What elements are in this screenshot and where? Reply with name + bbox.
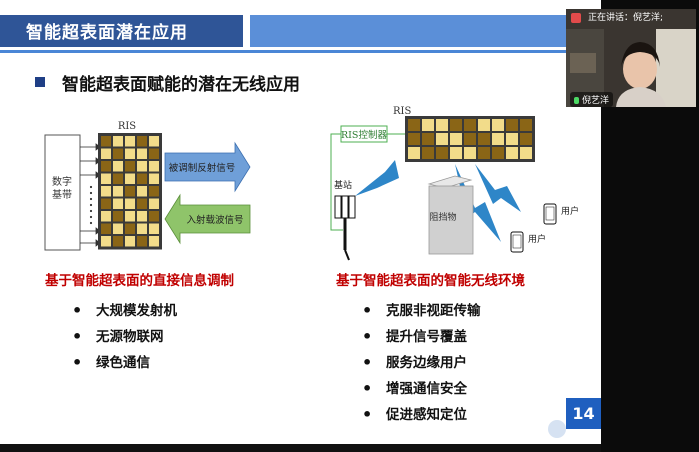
recording-icon [571, 13, 581, 23]
ris-grid-left [98, 133, 162, 250]
speaking-text: 正在讲话：倪艺洋; [588, 13, 664, 23]
incident-beam [355, 160, 399, 196]
section-bullet [35, 77, 45, 87]
list-item: 提升信号覆盖 [362, 324, 481, 350]
list-item: 促进感知定位 [362, 402, 481, 428]
list-item: 大规模发射机 [72, 298, 177, 324]
user-label-1: 用户 [561, 205, 579, 217]
direct-modulation-diagram: 数字 基带 RIS 被调制反射信号 入射载波信号 [44, 121, 251, 251]
speaker-video-feed [566, 9, 696, 107]
section-title: 智能超表面赋能的潜在无线应用 [62, 75, 300, 95]
list-item: 无源物联网 [72, 324, 177, 350]
slide-title: 智能超表面潜在应用 [26, 23, 188, 43]
base-station-label: 基站 [334, 179, 352, 191]
baseband-label-1: 数字 [52, 175, 72, 188]
header-bar-accent [250, 15, 601, 47]
reflected-beam-2 [455, 164, 501, 242]
participant-name: 倪艺洋 [582, 96, 610, 106]
reflected-beam-1 [475, 164, 521, 212]
ris-grid-right [405, 116, 535, 162]
ris-label-right: RIS [393, 106, 411, 117]
right-bullet-list: 克服非视距传输 提升信号覆盖 服务边缘用户 增强通信安全 促进感知定位 [362, 298, 481, 428]
slide: 智能超表面潜在应用 智能超表面赋能的潜在无线应用 数字 基带 RIS 被调制反射… [0, 0, 601, 444]
left-caption: 基于智能超表面的直接信息调制 [45, 273, 234, 289]
reflected-signal-label: 被调制反射信号 [169, 162, 236, 174]
user-phone-1 [543, 203, 557, 225]
participant-name-tag: 倪艺洋 [570, 92, 614, 107]
speaker-video-tile[interactable]: 正在讲话：倪艺洋; 倪艺洋 [566, 9, 696, 107]
obstacle-building [428, 185, 474, 255]
baseband-label-2: 基带 [52, 188, 72, 201]
corner-decoration [548, 420, 566, 438]
incident-signal-label: 入射载波信号 [186, 214, 243, 226]
user-label-2: 用户 [528, 233, 546, 245]
list-item: 克服非视距传输 [362, 298, 481, 324]
left-bullet-list: 大规模发射机 无源物联网 绿色通信 [72, 298, 177, 376]
baseband-connections [80, 143, 101, 247]
list-item: 增强通信安全 [362, 376, 481, 402]
header-underline [0, 50, 601, 53]
connection-dots [89, 185, 93, 225]
ris-label-left: RIS [118, 121, 136, 132]
user-phone-2 [510, 231, 524, 253]
incident-signal-arrow [164, 193, 251, 245]
bottom-strip [0, 444, 601, 452]
reflected-signal-arrow [164, 141, 251, 193]
list-item: 服务边缘用户 [362, 350, 481, 376]
microphone-icon [574, 97, 579, 104]
baseband-box [44, 134, 81, 251]
obstacle-label: 阻挡物 [429, 211, 456, 223]
base-station-icon [334, 195, 356, 261]
list-item: 绿色通信 [72, 350, 177, 376]
speaking-indicator: 正在讲话：倪艺洋; [566, 9, 696, 27]
page-number: 14 [566, 398, 601, 429]
header-bar [0, 15, 243, 47]
smart-radio-environment-diagram: RIS RIS控制器 基站 阻挡物 用户 [330, 106, 579, 261]
right-caption: 基于智能超表面的智能无线环境 [336, 273, 525, 289]
ris-controller-label: RIS控制器 [341, 129, 387, 141]
